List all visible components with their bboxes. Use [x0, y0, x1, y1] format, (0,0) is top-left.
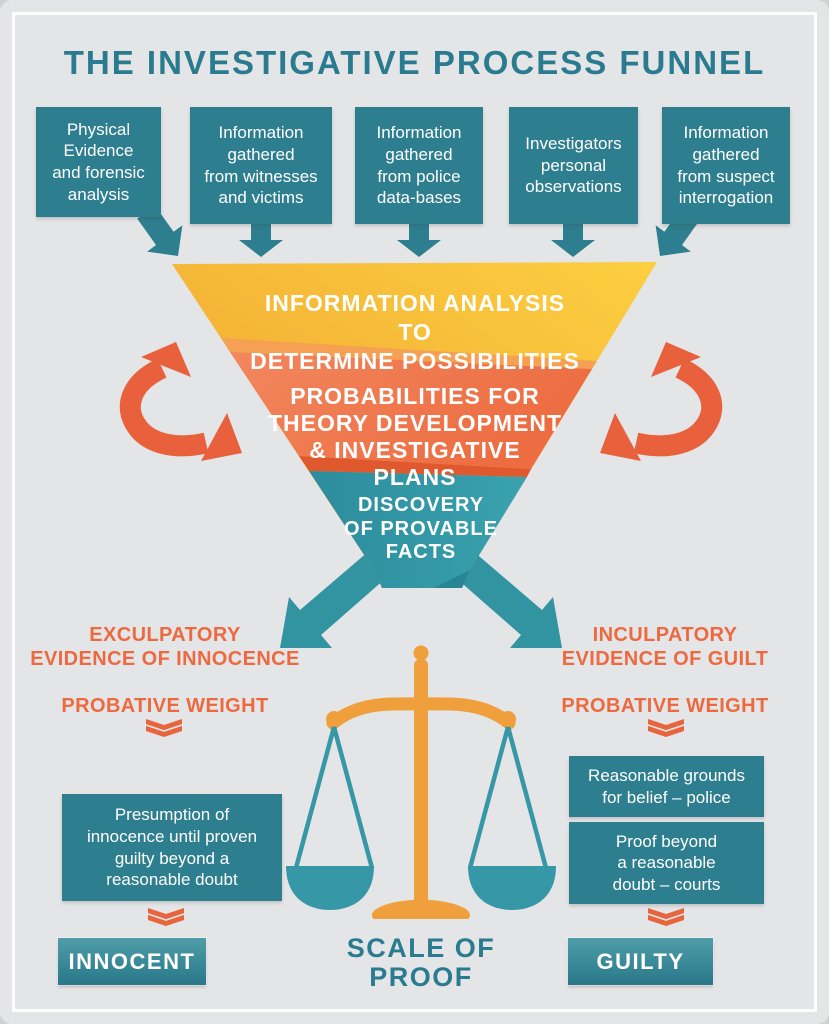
justice-scale-illustration: [286, 645, 556, 919]
source-arrow-diagonal-right-icon: [137, 205, 183, 256]
scale-of-proof-caption: SCALE OF PROOF: [346, 933, 496, 992]
scale-base: [371, 899, 471, 919]
right-probative-weight-label: PROBATIVE WEIGHT: [561, 695, 769, 717]
left-probative-weight-label: PROBATIVE WEIGHT: [61, 695, 269, 717]
source-arrow-down-icon: [397, 222, 441, 257]
left-track-heading: EXCULPATORY EVIDENCE OF INNOCENCE: [30, 624, 300, 671]
source-box-interrogation: Information gathered from suspect interr…: [662, 107, 790, 224]
cycle-arrow-left-icon: [130, 342, 242, 461]
funnel-shape: [172, 262, 657, 588]
presumption-box: Presumption of innocence until proven gu…: [62, 794, 282, 901]
verdict-innocent: INNOCENT: [58, 938, 206, 985]
double-chevron-down-icon: [648, 908, 684, 926]
source-arrow-down-icon: [551, 222, 595, 257]
reasonable-grounds-box: Reasonable grounds for belief – police: [569, 756, 764, 817]
double-chevron-down-icon: [648, 719, 684, 737]
funnel-neck-shadow: [434, 570, 470, 588]
funnel-band-light-orange: [221, 338, 597, 369]
double-chevron-down-icon: [148, 908, 184, 926]
funnel-stage-2-shape: [230, 352, 592, 469]
verdict-guilty: GUILTY: [568, 938, 713, 985]
right-track-heading: INCULPATORY EVIDENCE OF GUILT: [561, 624, 769, 671]
proof-beyond-doubt-box: Proof beyond a reasonable doubt – courts: [569, 822, 764, 904]
scale-pan-right: [468, 866, 556, 910]
cycle-arrow-right-icon: [600, 342, 712, 461]
page-title: THE INVESTIGATIVE PROCESS FUNNEL: [63, 44, 766, 81]
source-box-witnesses: Information gathered from witnesses and …: [190, 107, 332, 224]
funnel-band-dark-orange: [299, 456, 531, 477]
funnel-stage-3-label: DISCOVERY OF PROVABLE FACTS: [344, 494, 498, 564]
double-chevron-down-icon: [146, 719, 182, 737]
source-box-police-databases: Information gathered from police data-ba…: [355, 107, 483, 224]
source-box-physical-evidence: Physical Evidence and forensic analysis: [36, 107, 161, 217]
funnel-stage-1-label: INFORMATION ANALYSIS TO DETERMINE POSSIB…: [250, 290, 580, 374]
source-arrow-down-icon: [239, 222, 283, 257]
funnel-stage-3-shape: [309, 471, 527, 588]
funnel-stage-2-label: PROBABILITIES FOR THEORY DEVELOPMENT & I…: [267, 383, 563, 491]
scale-pan-left: [286, 866, 374, 910]
source-box-observations: Investigators personal observations: [509, 107, 638, 224]
